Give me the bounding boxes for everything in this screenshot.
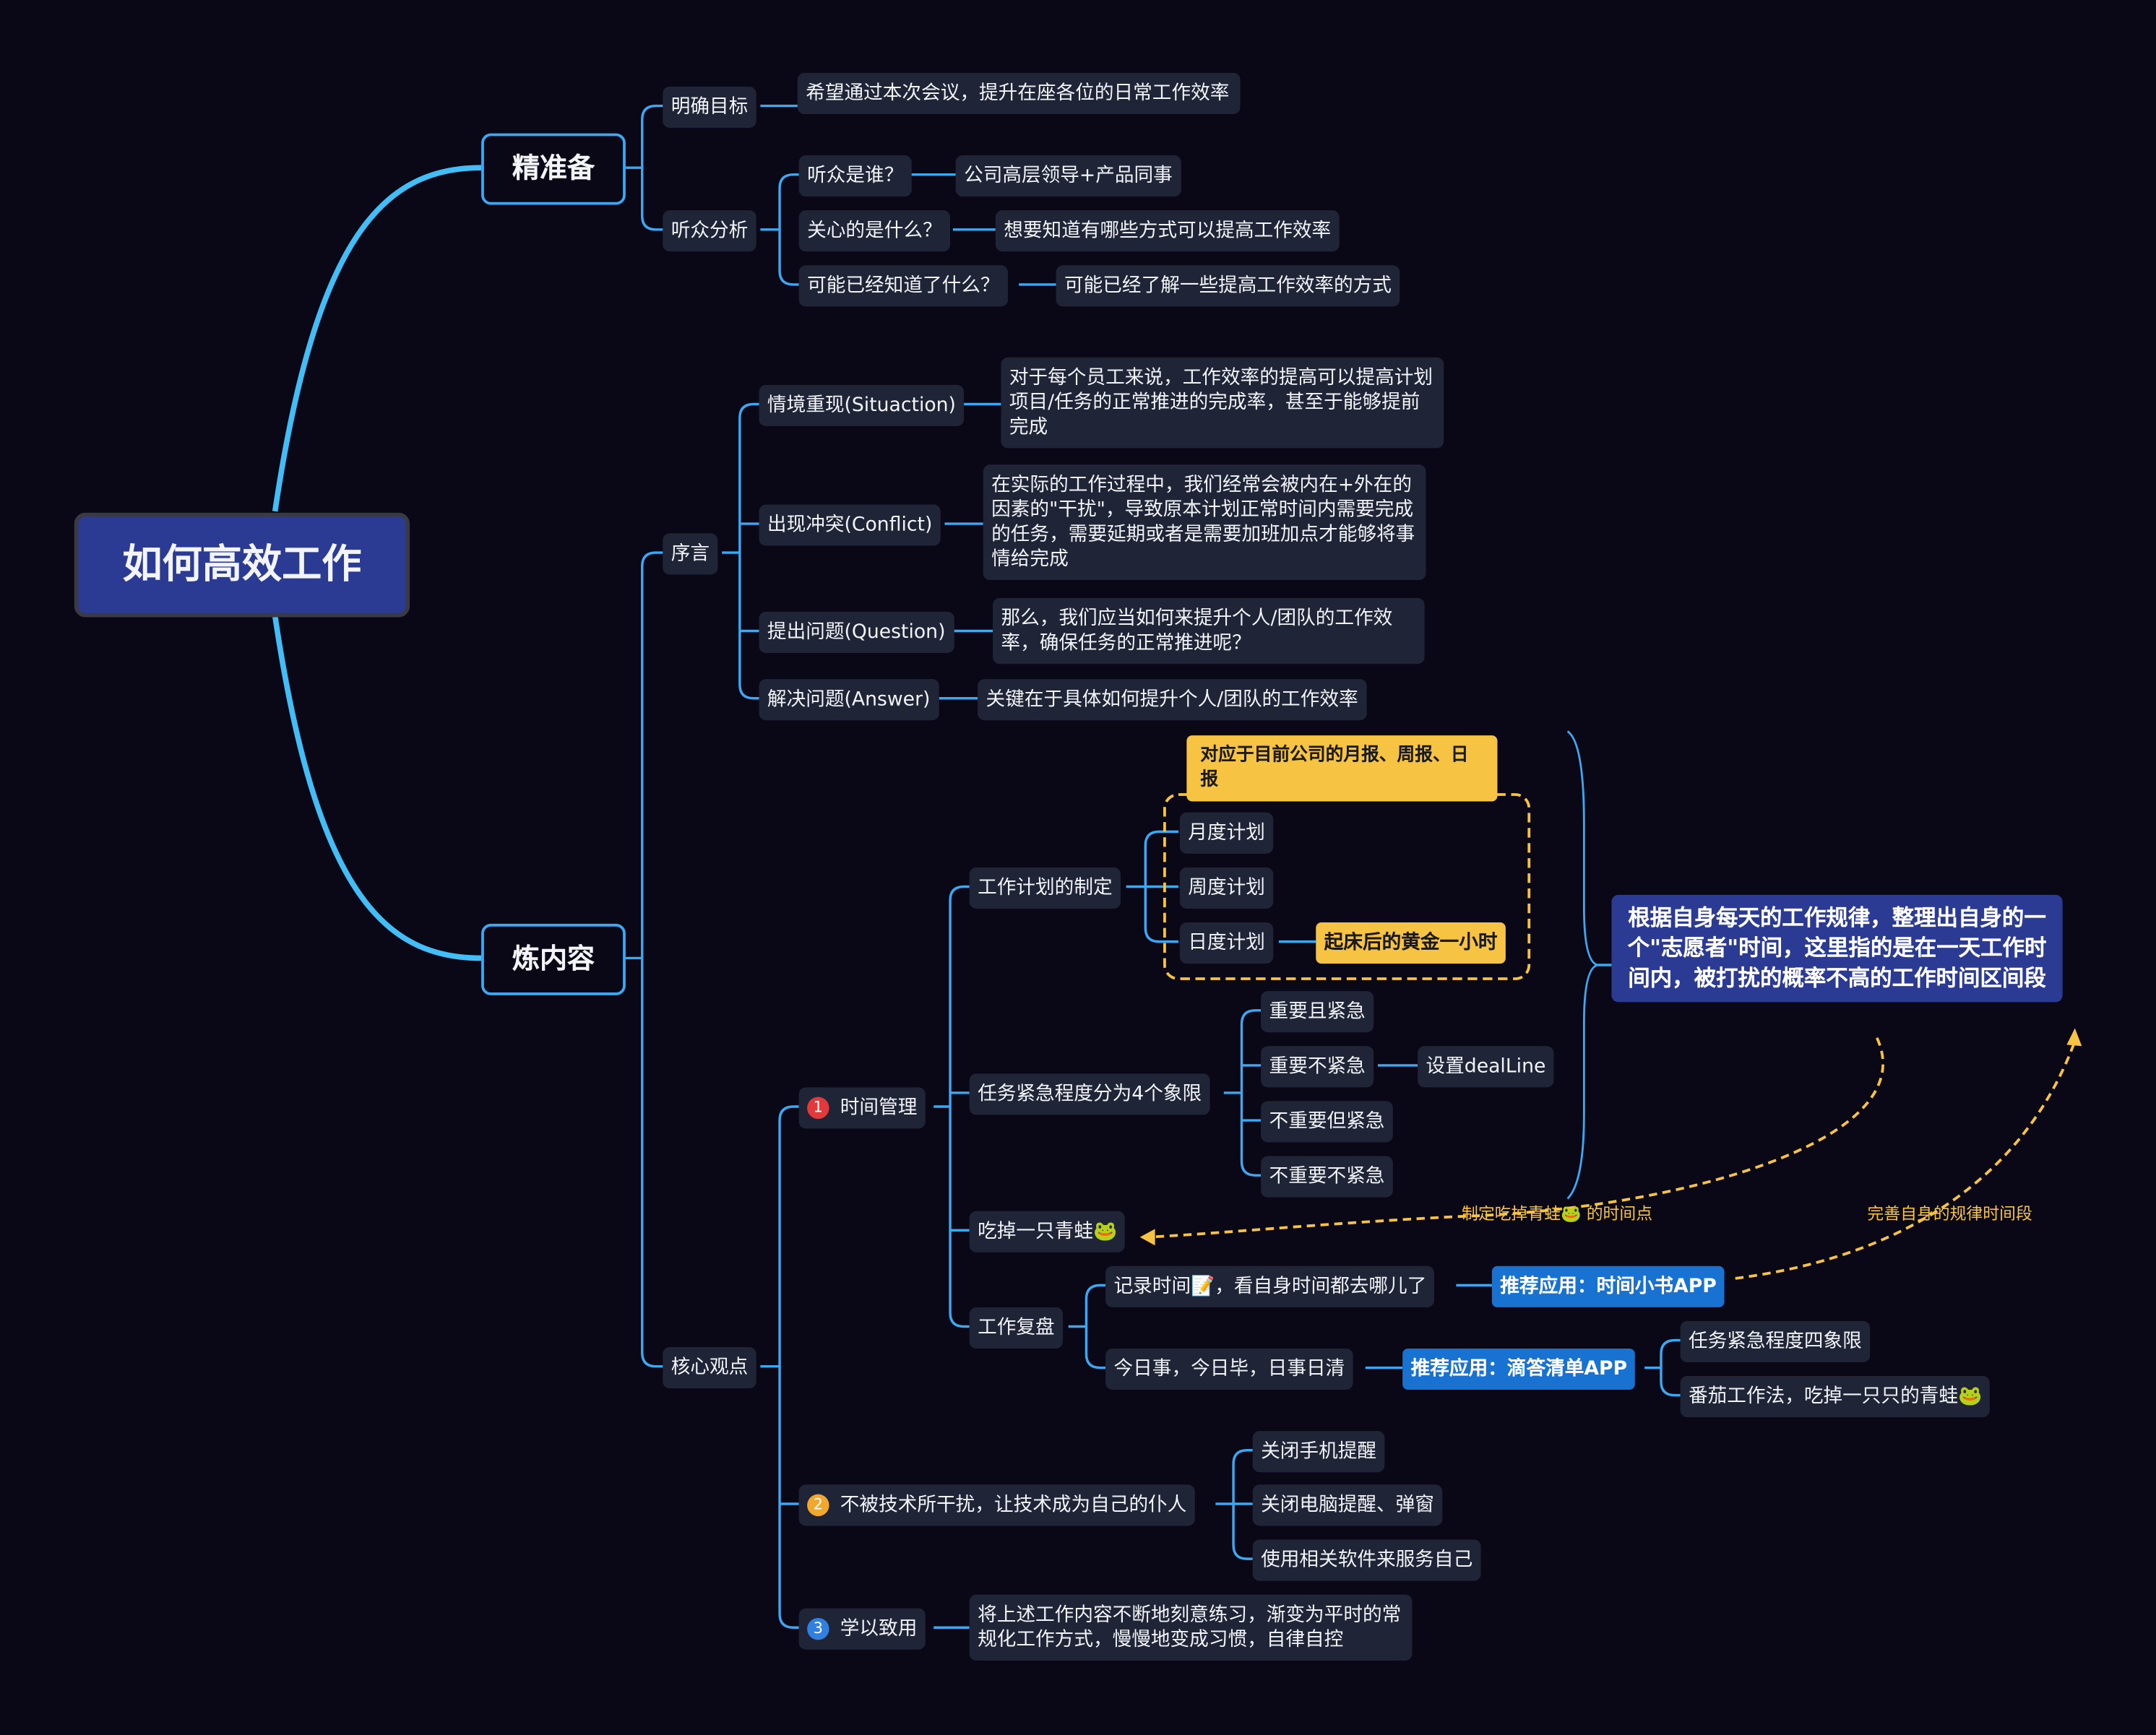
audience-question-who[interactable]: 听众是谁？ [798,155,912,197]
situation-text[interactable]: 对于每个员工来说，工作效率的提高可以提高计划项目/任务的正常推进的完成率，甚至于… [1001,357,1444,449]
time-management-label: 时间管理 [840,1096,918,1120]
close-pc-alerts[interactable]: 关闭电脑提醒、弹窗 [1252,1484,1443,1526]
tech-node[interactable]: 2 不被技术所干扰，让技术成为自己的仆人 [798,1484,1195,1526]
number-1-icon: 1 [807,1096,829,1120]
daily-plan[interactable]: 日度计划 [1179,922,1274,964]
audience-question-care[interactable]: 关心的是什么？ [798,210,951,252]
question-node[interactable]: 提出问题(Question) [759,611,954,653]
pomodoro-node[interactable]: 番茄工作法，吃掉一只只的青蛙🐸 [1680,1376,1991,1418]
deadline-node[interactable]: 设置dealLine [1418,1046,1554,1088]
quadrant-not-important-not-urgent[interactable]: 不重要不紧急 [1261,1156,1393,1198]
four-quadrant-node[interactable]: 任务紧急程度四象限 [1680,1320,1871,1362]
number-3-icon: 3 [807,1617,829,1640]
quadrant-node[interactable]: 任务紧急程度分为4个象限 [969,1073,1210,1115]
close-phone-alerts[interactable]: 关闭手机提醒 [1252,1431,1385,1473]
audience-node[interactable]: 听众分析 [663,210,756,252]
branch-prep[interactable]: 精准备 [481,133,626,205]
root-topic[interactable]: 如何高效工作 [74,512,410,618]
today-node[interactable]: 今日事，今日毕，日事日清 [1105,1348,1353,1390]
situation-node[interactable]: 情境重现(Situaction) [759,384,965,426]
branch-content[interactable]: 炼内容 [481,923,626,995]
eat-frog-node[interactable]: 吃掉一只青蛙🐸 [969,1211,1126,1252]
tech-label: 不被技术所干扰，让技术成为自己的仆人 [840,1494,1187,1517]
plan-callout[interactable]: 对应于目前公司的月报、周报、日报 [1186,735,1498,802]
relation-label-improve: 完善自身的规律时间段 [1867,1204,2032,1224]
audience-answer-who[interactable]: 公司高层领导+产品同事 [955,155,1181,197]
use-software-node[interactable]: 使用相关软件来服务自己 [1252,1539,1481,1581]
apply-label: 学以致用 [840,1617,918,1640]
goal-text-node[interactable]: 希望通过本次会议，提升在座各位的日常工作效率 [797,72,1241,114]
number-2-icon: 2 [807,1494,829,1517]
review-node[interactable]: 工作复盘 [969,1307,1064,1349]
recommend-time-app[interactable]: 推荐应用：时间小书APP [1491,1265,1725,1307]
core-node[interactable]: 核心观点 [663,1347,756,1389]
plan-node[interactable]: 工作计划的制定 [969,867,1121,909]
apply-text[interactable]: 将上述工作内容不断地刻意练习，渐变为平时的常规化工作方式，慢慢地变成习惯，自律自… [969,1594,1413,1661]
quadrant-not-important-urgent[interactable]: 不重要但紧急 [1261,1101,1393,1143]
preface-node[interactable]: 序言 [663,533,718,575]
recommend-todo-app[interactable]: 推荐应用：滴答清单APP [1402,1348,1636,1390]
audience-answer-know[interactable]: 可能已经了解一些提高工作效率的方式 [1056,265,1400,307]
record-time-node[interactable]: 记录时间📝，看自身时间都去哪儿了 [1105,1265,1435,1307]
relation-label-frog-time: 制定吃掉青蛙🐸 的时间点 [1461,1204,1653,1224]
weekly-plan[interactable]: 周度计划 [1179,867,1274,909]
monthly-plan[interactable]: 月度计划 [1179,812,1274,854]
golden-hour-node[interactable]: 起床后的黄金一小时 [1316,922,1506,964]
audience-question-know[interactable]: 可能已经知道了什么？ [798,265,1008,307]
answer-node[interactable]: 解决问题(Answer) [759,679,939,721]
conflict-node[interactable]: 出现冲突(Conflict) [759,504,941,546]
quadrant-important-not-urgent[interactable]: 重要不紧急 [1261,1046,1374,1088]
time-management-node[interactable]: 1 时间管理 [798,1087,926,1129]
conflict-text[interactable]: 在实际的工作过程中，我们经常会被内在+外在的因素的"干扰"，导致原本计划正常时间… [983,464,1426,581]
audience-answer-care[interactable]: 想要知道有哪些方式可以提高工作效率 [995,210,1340,252]
question-text[interactable]: 那么，我们应当如何来提升个人/团队的工作效率，确保任务的正常推进呢？ [993,597,1425,665]
goal-node[interactable]: 明确目标 [663,86,756,128]
summary-note[interactable]: 根据自身每天的工作规律，整理出自身的一个"志愿者"时间，这里指的是在一天工作时间… [1611,894,2063,1003]
apply-node[interactable]: 3 学以致用 [798,1608,926,1650]
answer-text[interactable]: 关键在于具体如何提升个人/团队的工作效率 [978,679,1367,721]
quadrant-important-urgent[interactable]: 重要且紧急 [1261,991,1374,1033]
